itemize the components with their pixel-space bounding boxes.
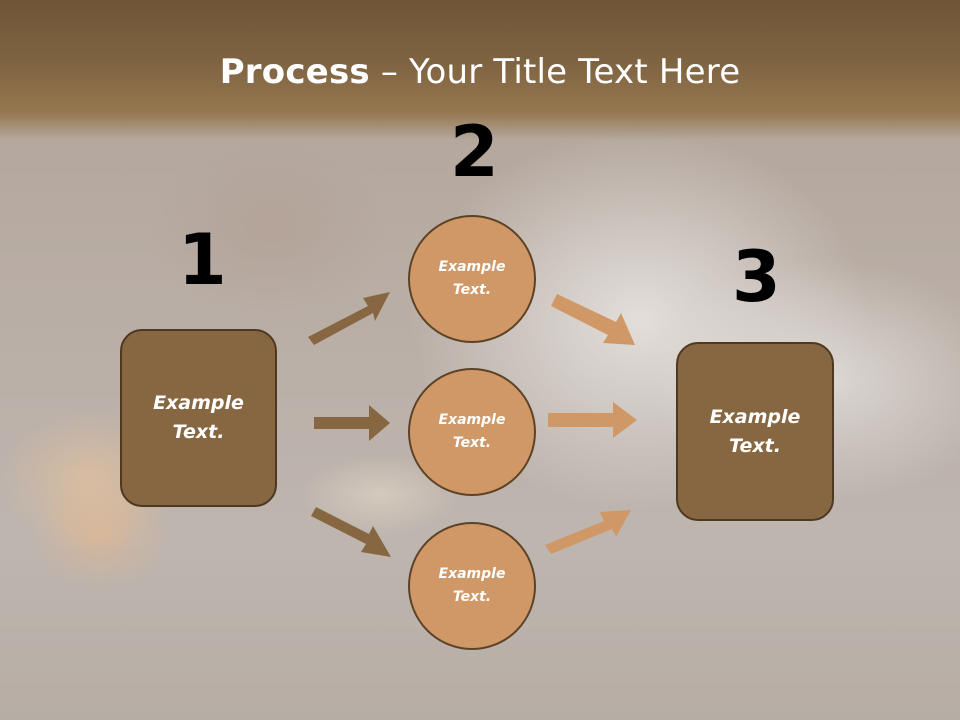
dark-arrows <box>308 292 391 557</box>
header-band <box>0 0 960 140</box>
step-number-2: 2 <box>450 111 499 193</box>
arrow-middle-to-3 <box>548 402 637 438</box>
step-2-circle-bottom-text: Example Text. <box>438 566 506 605</box>
step-3-text: Example Text. <box>709 405 801 457</box>
step-3-box: Example Text. <box>676 342 834 521</box>
step-number-1: 1 <box>178 219 227 301</box>
step-1-text: Example Text. <box>153 392 244 443</box>
title-bold: Process <box>219 52 370 92</box>
title-rest: – Your Title Text Here <box>369 52 741 92</box>
step-1-box: Example Text. <box>120 329 277 507</box>
arrow-1-to-middle <box>314 405 390 441</box>
arrow-bottom-to-3 <box>545 510 631 554</box>
slide-title: Process – Your Title Text Here <box>0 52 960 92</box>
step-2-circle-middle-text: Example Text. <box>438 412 506 451</box>
step-2-circle-top: Example Text. <box>408 215 536 343</box>
arrow-top-to-3 <box>551 294 635 345</box>
step-2-circle-middle: Example Text. <box>408 368 536 496</box>
step-number-3: 3 <box>732 236 781 318</box>
light-arrows <box>545 294 637 554</box>
arrow-1-to-bottom <box>311 507 391 557</box>
arrow-1-to-top <box>308 292 390 345</box>
step-2-circle-top-text: Example Text. <box>438 259 506 298</box>
step-2-circle-bottom: Example Text. <box>408 522 536 650</box>
